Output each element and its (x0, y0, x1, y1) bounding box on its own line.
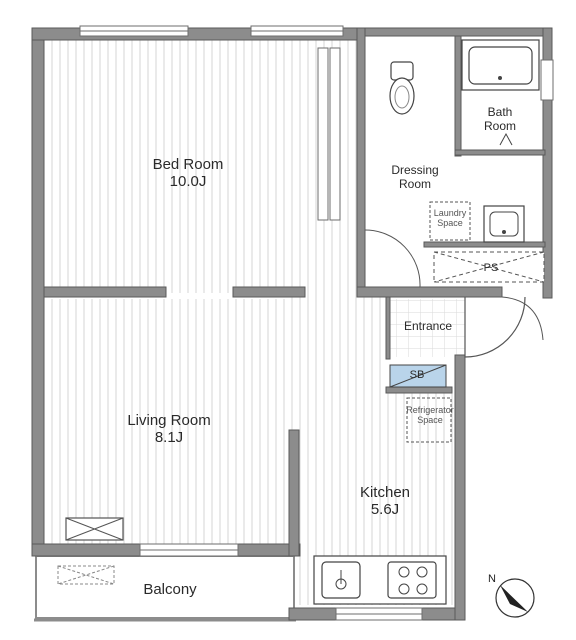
living-room-name: Living Room (127, 412, 211, 429)
bed-room-label: Bed Room 10.0J (138, 156, 238, 191)
dressing-room-label: Dressing Room (391, 163, 439, 191)
kitchen-label: Kitchen 5.6J (340, 484, 430, 519)
bathtub-icon (461, 39, 540, 146)
kitchen-name: Kitchen (359, 484, 411, 501)
compass-icon: N (488, 573, 535, 618)
kitchen-sink-icon (321, 561, 361, 599)
air-conditioner-icon (65, 517, 124, 541)
svg-text:N: N (488, 573, 496, 585)
windows (79, 25, 554, 621)
laundry-space-label: Laundry Space (433, 208, 467, 229)
kitchen-counter (313, 555, 447, 605)
laundry-space-box (429, 201, 471, 241)
toilet-icon (389, 61, 415, 115)
bath-room-label: Bath Room (483, 105, 516, 133)
ps-box (433, 251, 545, 283)
balcony (34, 555, 296, 622)
balcony-label: Balcony (143, 581, 197, 598)
bed-room-size: 10.0J (169, 173, 207, 191)
sink-icon (483, 205, 525, 243)
refrigerator-space-label: Refrigerator Space (406, 405, 454, 426)
dressing-room-door (364, 229, 421, 288)
entrance-floor (389, 299, 465, 357)
kitchen-size: 5.6J (370, 501, 400, 519)
entrance-door (464, 296, 544, 358)
closet (317, 47, 341, 221)
entrance-label: Entrance (403, 319, 453, 333)
stove-icon (387, 561, 437, 599)
shoe-box-label: SB (409, 369, 425, 381)
living-room-label: Living Room 8.1J (110, 412, 228, 447)
living-room-size: 8.1J (154, 429, 184, 447)
refrigerator-space-box (406, 397, 452, 443)
kitchen-floor (289, 293, 387, 605)
living-room-floor (44, 299, 289, 544)
bed-room-floor (44, 40, 359, 293)
ps-label: PS (483, 262, 499, 274)
bed-room-name: Bed Room (152, 156, 224, 173)
shoe-box (389, 364, 447, 388)
